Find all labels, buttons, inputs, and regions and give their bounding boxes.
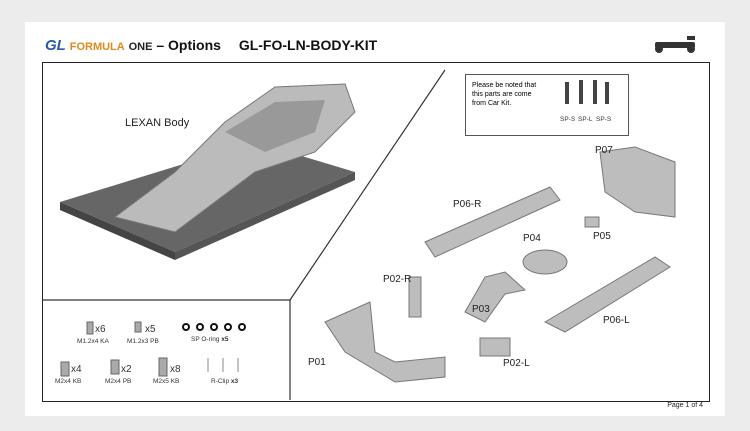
car-kit-note: Please be noted that this parts are come… bbox=[465, 74, 629, 136]
part-p05 bbox=[584, 216, 600, 228]
hw-name: M1.2x3 PB bbox=[127, 338, 159, 345]
part-label: P02-L bbox=[503, 358, 530, 369]
part-label: P04 bbox=[523, 233, 541, 244]
part-label: P06-L bbox=[603, 315, 630, 326]
lexan-body-label: LEXAN Body bbox=[125, 117, 190, 129]
hw-name: R-Clip bbox=[211, 378, 230, 385]
hw-qty: x6 bbox=[95, 324, 106, 335]
part-p06r bbox=[424, 186, 561, 258]
hw-qty: x2 bbox=[121, 364, 132, 375]
logo-gl: GL bbox=[45, 37, 66, 54]
part-label: P01 bbox=[308, 357, 326, 368]
diagram-art bbox=[42, 36, 695, 400]
part-label: P05 bbox=[593, 231, 611, 242]
hw-name: M2x4 KB bbox=[55, 378, 82, 385]
product-code: GL-FO-LN-BODY-KIT bbox=[238, 37, 378, 53]
hw-name: SP O-ring bbox=[191, 336, 220, 343]
hw-name: M2x4 PB bbox=[105, 378, 132, 385]
part-p04 bbox=[522, 249, 568, 275]
part-label: P02-R bbox=[383, 274, 412, 285]
part-p06l bbox=[543, 256, 671, 333]
page-header: GL FORMULA ONE – Options GL-FO-LN-BODY-K… bbox=[45, 37, 377, 54]
hw-name: M1.2x4 KA bbox=[77, 338, 109, 345]
hw-name: M2x5 KB bbox=[153, 378, 180, 385]
note-text: Please be noted that this parts are come… bbox=[472, 82, 537, 107]
note-part: SP-L bbox=[578, 116, 593, 123]
logo-one: ONE bbox=[128, 41, 153, 53]
instruction-page: GL FORMULA ONE – Options GL-FO-LN-BODY-K… bbox=[25, 22, 725, 416]
hw-qty: x4 bbox=[71, 364, 82, 375]
part-p01 bbox=[324, 301, 446, 383]
diagram-frame bbox=[42, 62, 710, 402]
part-label: P06-R bbox=[453, 199, 482, 210]
part-p02r bbox=[408, 276, 422, 318]
part-p07 bbox=[599, 146, 676, 218]
hw-qty: x5 bbox=[221, 336, 229, 343]
sp-screws-icon bbox=[565, 80, 609, 104]
note-part: SP-S bbox=[560, 116, 576, 123]
car-icon bbox=[655, 36, 695, 53]
hw-qty: x3 bbox=[230, 378, 239, 385]
hw-qty: x5 bbox=[145, 324, 156, 335]
hw-qty: x8 bbox=[170, 364, 181, 375]
title-suffix: – Options bbox=[156, 37, 221, 53]
part-p03 bbox=[464, 271, 527, 323]
divider-diagonal bbox=[289, 69, 446, 301]
logo-formula: FORMULA bbox=[69, 41, 125, 53]
part-label: P03 bbox=[472, 304, 490, 315]
part-label: P07 bbox=[595, 145, 613, 156]
part-p02l bbox=[479, 337, 511, 357]
note-part: SP-S bbox=[596, 116, 612, 123]
page-number: Page 1 of 4 bbox=[667, 402, 703, 409]
